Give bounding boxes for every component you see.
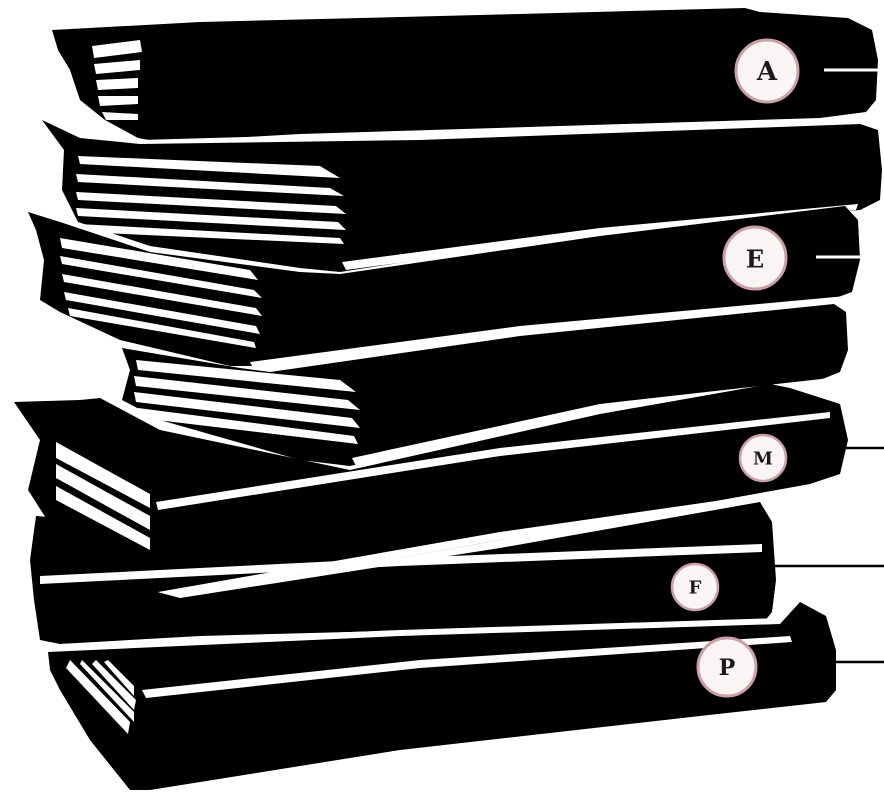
label-m-badge[interactable]: M bbox=[740, 435, 786, 481]
label-p-badge[interactable]: P bbox=[698, 638, 756, 696]
label-m-text: M bbox=[753, 449, 773, 470]
label-a-badge[interactable]: A bbox=[736, 40, 798, 102]
label-e-text: E bbox=[746, 245, 764, 274]
label-p-text: P bbox=[719, 655, 736, 681]
label-f-text: F bbox=[689, 578, 702, 599]
label-a-text: A bbox=[756, 57, 778, 87]
label-f-badge[interactable]: F bbox=[672, 564, 718, 610]
label-e-badge[interactable]: E bbox=[724, 227, 786, 289]
